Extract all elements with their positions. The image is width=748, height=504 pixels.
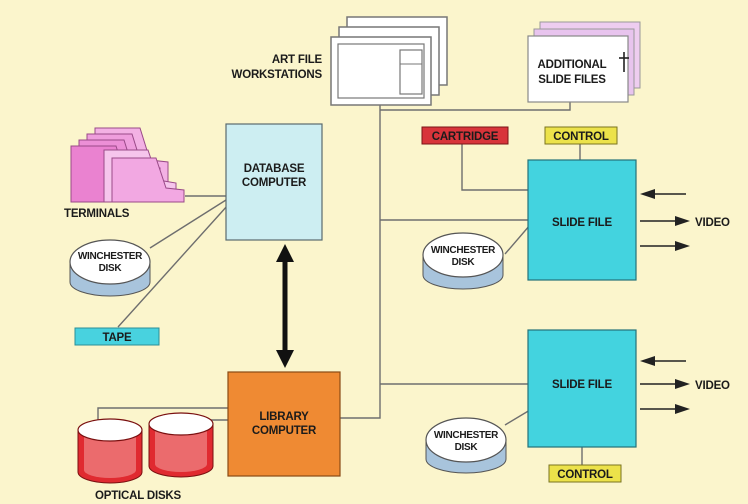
link-library-bus [340,100,381,419]
art-file-label-line1: ART FILE [272,54,323,66]
winchester-slide-2-label-line2: DISK [455,442,479,453]
tape-label: TAPE [102,332,132,344]
control-box-top: CONTROL [544,126,618,145]
dagger-icon [619,52,629,72]
link-art-additional [380,100,571,111]
art-file-label-line2: WORKSTATIONS [232,69,323,81]
database-computer: DATABASE COMPUTER [225,123,323,241]
terminals-stack: TERMINALS [64,127,185,220]
cartridge-box: CARTRIDGE [421,126,509,145]
library-computer: LIBRARY COMPUTER [227,371,341,477]
database-library-link-arrow [276,244,294,368]
control-top-label: CONTROL [553,131,609,143]
tape-box: TAPE [74,327,160,346]
winchester-disk-slide-1: WINCHESTER DISK [422,232,504,290]
optical-disk-2 [148,412,214,478]
winchester-slide-1-label-line2: DISK [452,257,476,268]
winchester-disk-slide-2: WINCHESTER DISK [425,417,507,474]
winchester-left-label-line1: WINCHESTER [78,251,143,262]
control-bottom-label: CONTROL [557,469,613,481]
slide-file-2: SLIDE FILE [527,329,637,448]
optical-disks-label: OPTICAL DISKS [95,490,182,502]
arrow-in-icon [640,189,655,199]
link-winchester-slide-file-1 [504,224,531,255]
arrow-out-icon [675,404,690,414]
slide-file-2-arrows: VIDEO [640,356,730,414]
database-label-line1: DATABASE [244,163,305,175]
terminals-label: TERMINALS [64,208,130,220]
slide-file-1-label: SLIDE FILE [552,217,613,229]
arrow-out-icon [675,241,690,251]
video-label-2: VIDEO [695,380,730,392]
link-winchester-database [149,199,227,249]
slide-file-1-arrows: VIDEO [640,189,730,251]
control-box-bottom: CONTROL [548,464,622,483]
link-cartridge-slide-file [461,143,528,191]
additional-slide-files: ADDITIONAL SLIDE FILES [527,21,641,103]
winchester-slide-1-label-line1: WINCHESTER [431,245,496,256]
additional-label-line2: SLIDE FILES [538,74,606,86]
additional-label-line1: ADDITIONAL [538,59,607,71]
video-label-1: VIDEO [695,217,730,229]
optical-disk-1 [77,418,143,484]
slide-file-2-label: SLIDE FILE [552,379,613,391]
winchester-slide-2-label-line1: WINCHESTER [434,430,499,441]
art-file-workstations: ART FILE WORKSTATIONS [232,16,448,106]
winchester-left-label-line2: DISK [99,263,123,274]
link-tape-database [117,204,229,328]
link-winchester-slide-file-2 [504,409,531,426]
arrow-in-icon [640,356,655,366]
slide-file-1: SLIDE FILE [527,159,637,281]
winchester-disk-left: WINCHESTER DISK [69,239,151,297]
arrow-out-icon [675,379,690,389]
arrow-out-icon [675,216,690,226]
library-label-line2: COMPUTER [252,425,317,437]
connection-lines [97,100,583,465]
database-label-line2: COMPUTER [242,177,307,189]
library-label-line1: LIBRARY [259,411,309,423]
cartridge-label: CARTRIDGE [432,131,499,143]
